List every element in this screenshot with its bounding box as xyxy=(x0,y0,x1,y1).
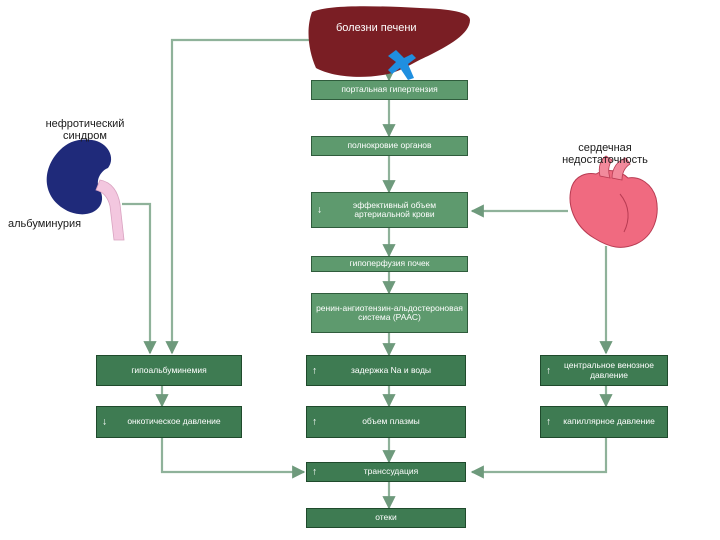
heart-shape xyxy=(569,155,658,248)
heart-label: сердечная недостаточность xyxy=(562,142,648,166)
box-capillary-pressure: ↑ капиллярное давление xyxy=(540,406,668,438)
box-oncotic-pressure: ↓ онкотическое давление xyxy=(96,406,242,438)
arrow-down-icon: ↓ xyxy=(317,204,322,216)
portal-vein-shape xyxy=(388,50,416,80)
arrow-up-icon: ↑ xyxy=(312,466,317,478)
arrow-up-icon: ↑ xyxy=(546,416,551,428)
arrow-capillary-transudation xyxy=(470,438,608,479)
box-transudation: ↑ транссудация xyxy=(306,462,466,482)
arrow-oncotic-transudation xyxy=(160,438,306,479)
arrow-up-icon: ↑ xyxy=(312,364,317,376)
nephrotic-label: нефротический синдром xyxy=(45,118,125,142)
box-central-venous-pressure: ↑ центральное венозное давление xyxy=(540,355,668,386)
box-hypoalbuminemia: гипоальбуминемия xyxy=(96,355,242,386)
arrow-liver-hypoalb xyxy=(165,38,312,355)
box-plasma-volume: ↑ объем плазмы xyxy=(306,406,466,438)
box-na-water-retention: ↑ задержка Na и воды xyxy=(306,355,466,386)
albuminuria-label: альбуминурия xyxy=(8,218,82,230)
liver-label: болезни печени xyxy=(336,22,417,34)
box-raas: ренин-ангиотензин-альдостероновая систем… xyxy=(311,293,468,333)
kidney-shape xyxy=(46,139,112,215)
arrow-up-icon: ↑ xyxy=(546,364,551,376)
box-organ-plethora: полнокровие органов xyxy=(311,136,468,156)
box-effective-volume: ↓ эффективный объем артериальной крови xyxy=(311,192,468,228)
ureter-shape xyxy=(95,179,125,241)
box-portal-hypertension: портальная гипертензия xyxy=(311,80,468,100)
box-edema: отеки xyxy=(306,508,466,528)
box-kidney-hypoperfusion: гипоперфузия почек xyxy=(311,256,468,272)
arrow-up-icon: ↑ xyxy=(312,416,317,428)
liver-shape xyxy=(308,6,470,77)
arrow-down-icon: ↓ xyxy=(102,416,107,428)
arrow-kidney-hypoalb xyxy=(122,202,157,355)
